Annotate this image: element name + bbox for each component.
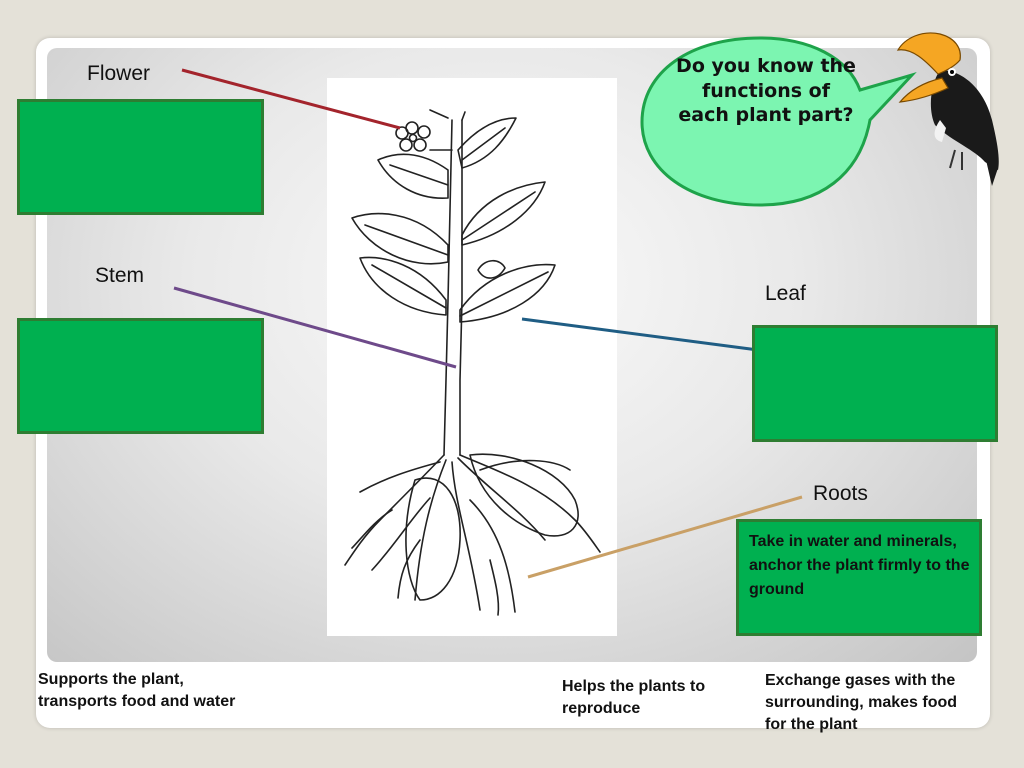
speech-bubble-text: Do you know the functions of each plant … bbox=[676, 55, 856, 127]
label-flower: Flower bbox=[87, 62, 151, 85]
flower-answer-box[interactable] bbox=[17, 99, 264, 215]
plant-leaf bbox=[359, 256, 447, 316]
plant-tuber bbox=[405, 477, 461, 601]
stem-connector-line bbox=[173, 286, 457, 369]
roots-connector-line bbox=[527, 495, 803, 579]
stem-answer-box[interactable] bbox=[17, 318, 264, 434]
hornbill-icon bbox=[896, 32, 999, 186]
plant-leaf bbox=[459, 263, 556, 323]
leaf-connector-line bbox=[521, 317, 759, 352]
plant-leaf bbox=[351, 212, 449, 265]
plant-stem bbox=[443, 119, 453, 456]
plant-roots bbox=[344, 454, 601, 616]
plant-image-frame bbox=[327, 78, 617, 636]
label-roots: Roots bbox=[813, 482, 868, 505]
speech-bubble bbox=[640, 36, 917, 207]
plant-leaf bbox=[461, 181, 546, 246]
plant-illustration bbox=[344, 109, 601, 616]
plant-tuber bbox=[469, 453, 579, 537]
plant-leaf bbox=[377, 153, 449, 199]
label-leaf: Leaf bbox=[765, 282, 806, 305]
leaf-answer-box[interactable] bbox=[752, 325, 998, 442]
plant-leaf bbox=[457, 117, 517, 169]
answer-option-stem[interactable]: Supports the plant, transports food and … bbox=[38, 671, 236, 710]
answer-option-flower[interactable]: Helps the plants to reproduce bbox=[562, 678, 706, 717]
plant-stem-right bbox=[459, 119, 463, 456]
roots-answer-box[interactable]: Take in water and minerals, anchor the p… bbox=[736, 519, 982, 636]
roots-answer-text: Take in water and minerals, anchor the p… bbox=[749, 533, 970, 598]
answer-option-leaf[interactable]: Exchange gases with the surrounding, mak… bbox=[765, 672, 958, 733]
plant-flower bbox=[395, 121, 431, 152]
flower-connector-line bbox=[181, 68, 401, 130]
label-stem: Stem bbox=[95, 264, 145, 287]
